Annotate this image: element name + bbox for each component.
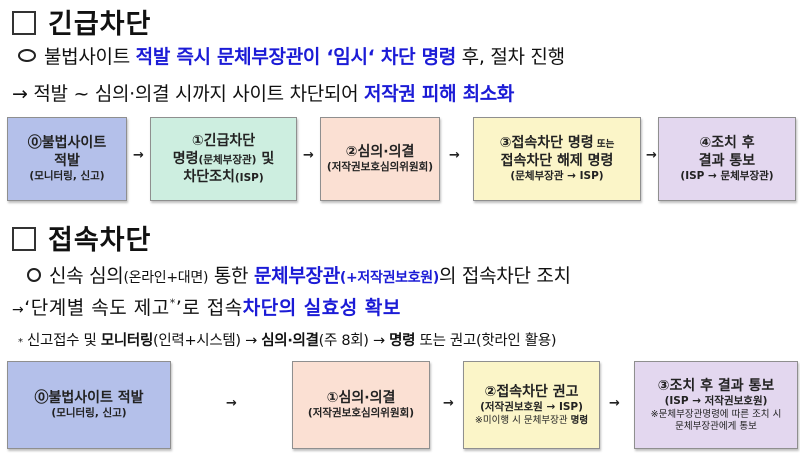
line-text: 의 접속차단 조치	[438, 265, 571, 287]
step-sub: (모니터링, 신고)	[29, 170, 105, 183]
note-text: (인력+시스템) →	[153, 333, 262, 349]
step-sub: (모니터링, 신고)	[51, 407, 127, 420]
step-title: ③조치 후 결과 통보	[657, 377, 775, 394]
section-title: 접속차단	[48, 225, 152, 256]
line-highlight: 적발 즉시 문체부장관이 ‘임시‘ 차단 명령	[135, 46, 457, 68]
line-text: 후, 절차 진행	[455, 46, 565, 68]
line-highlight: 차단의 실효성 확보	[242, 297, 401, 319]
right-arrow-icon: →	[12, 302, 25, 318]
note-bold: 명령	[389, 333, 416, 349]
line-text: 통한	[208, 265, 254, 287]
step-title: 적발	[54, 153, 80, 170]
step-note: ※미이행 시 문체부장관	[474, 414, 571, 426]
right-arrow-icon: →	[12, 83, 28, 105]
line-text: (온라인+대면)	[123, 270, 209, 286]
step-title: ②심의·의결	[345, 144, 415, 161]
line-highlight: 문체부장관	[253, 265, 340, 287]
step-title: ①심의·의결	[326, 390, 396, 407]
footnote-line: * 신고접수 및 모니터링(인력+시스템) → 심의·의결(주 8회) → 명령…	[18, 329, 557, 350]
flow1-step3-block-order: ③접속차단 명령 또는 접속차단 해제 명령 (문체부장관 → ISP)	[473, 117, 641, 201]
step-title: ⓪불법사이트	[27, 134, 107, 151]
step-sub: (ISP → 문체부장관)	[680, 170, 774, 183]
note-bold: 심의·의결	[261, 333, 319, 349]
step-sub: (저작권보호심의위원회)	[326, 161, 434, 174]
section-title: 긴급차단	[48, 9, 152, 40]
flow-arrow-icon: →	[609, 396, 620, 411]
step-sub: (저작권보호원 → ISP)	[480, 401, 583, 414]
flow2-step0-detect: ⓪불법사이트 적발 (모니터링, 신고)	[7, 361, 171, 449]
flow-arrow-icon: →	[303, 148, 314, 163]
note-text: 또는 권고(핫라인 활용)	[415, 333, 557, 349]
section-heading-access-block: 접속차단	[12, 218, 151, 257]
step-note: 문체부장관에게 통보	[675, 420, 757, 432]
flow1-step2-review: ②심의·의결 (저작권보호심의위원회)	[320, 117, 440, 201]
step-title: ①긴급차단	[191, 132, 256, 149]
flow-arrow-icon: →	[133, 148, 144, 163]
flow1-step1-emergency-order: ①긴급차단 명령(문체부장관) 및 차단조치(ISP)	[150, 117, 297, 201]
step-title: ④조치 후	[699, 134, 755, 151]
step-sub: 또는	[593, 138, 615, 150]
checkbox-square-icon	[12, 226, 36, 251]
flow-arrow-icon: →	[226, 396, 237, 411]
flow-arrow-icon: →	[449, 148, 460, 163]
note-text: 신고접수 및	[22, 333, 101, 349]
note-bold: 모니터링	[100, 333, 154, 349]
step-title: ②접속차단 권고	[484, 383, 579, 400]
line-text: 신속 심의	[49, 265, 124, 287]
flow-arrow-icon: →	[443, 396, 454, 411]
line-text: 불법사이트	[44, 46, 136, 68]
step-note-bold: 명령	[570, 414, 589, 426]
section-heading-emergency-block: 긴급차단	[12, 2, 151, 41]
step-sub: (저작권보호심의위원회)	[307, 407, 415, 420]
step-sub: (문체부장관)	[198, 153, 257, 166]
step-sub: (문체부장관 → ISP)	[510, 170, 604, 183]
line-text: ‘단계별 속도 제고	[24, 297, 170, 319]
line-highlight: 저작권 피해 최소화	[364, 83, 515, 105]
flow-arrow-icon: →	[646, 148, 657, 163]
line-highlight: (+저작권보호원)	[339, 270, 439, 286]
step-sub: (ISP)	[234, 172, 264, 185]
step-sub: (ISP → 저작권보호원)	[664, 394, 768, 407]
flow2-step2-recommend: ②접속차단 권고 (저작권보호원 → ISP) ※미이행 시 문체부장관 명령	[463, 361, 600, 449]
access-bullet-line: 신속 심의(온라인+대면) 통한 문체부장관(+저작권보호원)의 접속차단 조치	[27, 261, 571, 288]
step-title: 접속차단 해제 명령	[500, 153, 614, 170]
step-title: ⓪불법사이트 적발	[34, 390, 144, 407]
emergency-arrow-line: → 적발 ~ 심의·의결 시까지 사이트 차단되어 저작권 피해 최소화	[12, 79, 514, 106]
line-text: 적발 ~ 심의·의결 시까지 사이트 차단되어	[27, 83, 365, 105]
step-note: ※문체부장관명령에 따른 조치 시	[650, 408, 782, 420]
flow1-step4-report: ④조치 후 결과 통보 (ISP → 문체부장관)	[658, 117, 796, 201]
flow1-step0-detect: ⓪불법사이트 적발 (모니터링, 신고)	[7, 117, 127, 201]
step-title: 및	[256, 150, 275, 167]
emergency-bullet-line: 불법사이트 적발 즉시 문체부장관이 ‘임시‘ 차단 명령 후, 절차 진행	[18, 42, 565, 69]
checkbox-square-icon	[12, 10, 36, 35]
note-text: (주 8회) →	[318, 333, 390, 349]
flow2-step1-review: ①심의·의결 (저작권보호심의위원회)	[292, 361, 430, 449]
step-title: ③접속차단 명령	[499, 134, 594, 151]
circle-bullet-icon	[18, 49, 36, 62]
flow2-step3-report: ③조치 후 결과 통보 (ISP → 저작권보호원) ※문체부장관명령에 따른 …	[634, 361, 798, 449]
step-title: 명령	[172, 150, 199, 167]
access-arrow-line: →‘단계별 속도 제고*’로 접속차단의 실효성 확보	[12, 293, 401, 320]
footnote-star-icon: *	[18, 337, 23, 348]
step-title: 차단조치	[183, 169, 235, 186]
line-text: ’로 접속	[175, 297, 243, 319]
footnote-star-icon: *	[169, 296, 176, 310]
step-title: 결과 통보	[698, 153, 756, 170]
circle-bullet-icon	[27, 267, 41, 282]
